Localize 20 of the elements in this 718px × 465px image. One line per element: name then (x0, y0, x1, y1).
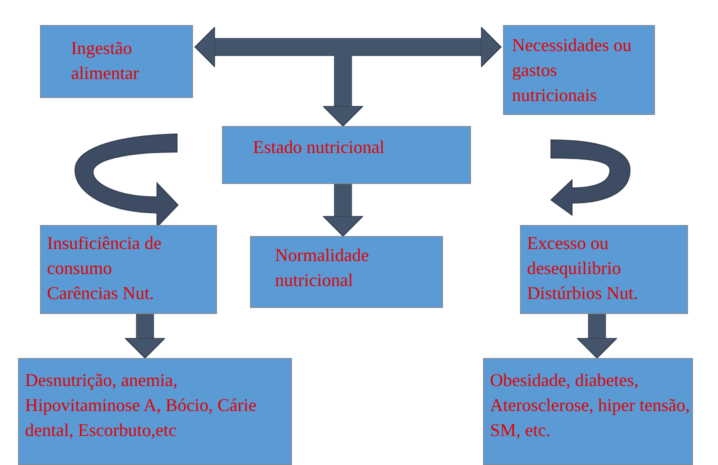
block-arrow (322, 184, 364, 236)
process-box (503, 25, 655, 115)
process-box (250, 236, 443, 308)
process-box (222, 126, 471, 184)
process-box (520, 225, 688, 314)
block-arrow (576, 314, 618, 358)
process-box (18, 358, 292, 465)
block-arrow (194, 26, 502, 68)
process-box (483, 358, 693, 465)
box-text: Insuficiência de consumo Carências Nut. (47, 232, 162, 306)
process-box (40, 225, 217, 314)
box-text: Necessidades ou gastos nutricionais (512, 34, 632, 108)
process-box (40, 25, 193, 98)
box-text: Normalidade nutricional (275, 244, 370, 292)
box-text: Ingestão alimentar (71, 37, 140, 86)
box-text: Desnutrição, anemia, Hipovitaminose A, Bócio, Cárie dental, Escorbuto,etc (25, 369, 258, 442)
box-text: Excesso ou desequilibrio Distúrbios Nut. (527, 232, 640, 306)
box-text: Obesidade, diabetes, Aterosclerose, hiper tensão, SM, etc. (490, 369, 690, 442)
box-text: Estado nutricional (253, 136, 386, 159)
block-arrow (124, 314, 166, 358)
